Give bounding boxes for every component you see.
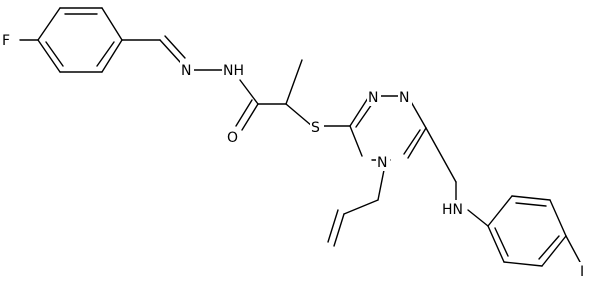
ch-n-double-bond-a (159, 39, 181, 63)
c-o-double-bond-a (241, 103, 259, 131)
c-i-bond (565, 235, 581, 263)
triazole-n2-atom: N (399, 90, 409, 106)
triazole-n1-atom: N (368, 90, 378, 106)
ch-ch2-double-bond-b (327, 209, 339, 243)
amine-nh-atom: HN (442, 202, 463, 218)
iodophenyl-ring (487, 195, 567, 267)
ch-methyl-bond (285, 59, 303, 105)
iodine-atom: I (580, 264, 584, 280)
n-ch2-bond (377, 169, 385, 201)
c-o-double-bond-b (235, 99, 253, 127)
fluorophenyl-ring (37, 7, 123, 73)
fluorine-atom: F (2, 33, 10, 49)
triazole-n4-atom: N (377, 155, 387, 171)
nh-co-bond (239, 79, 259, 105)
nh-ring-bond (467, 209, 489, 227)
hydrazide-nh-atom: NH (223, 63, 244, 79)
ch-s-bond (285, 103, 313, 127)
sulfur-atom: S (311, 120, 320, 136)
imine-nitrogen-atom: N (181, 63, 191, 79)
ch-ch2-double-bond-a (333, 213, 345, 247)
ch2-ch-bond (343, 199, 379, 215)
carbonyl-oxygen-atom: O (227, 130, 238, 146)
triazole-ch2-bond (425, 127, 457, 183)
triazole-ring (349, 95, 427, 161)
ch-n-double-bond-b (164, 35, 186, 59)
